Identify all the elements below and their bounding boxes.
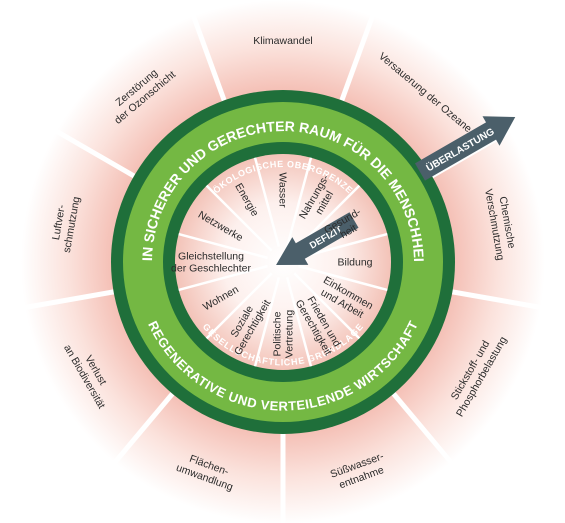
ceiling-divider-line xyxy=(191,14,227,102)
foundation-label-line: Politische xyxy=(272,311,284,356)
foundation-divider-line xyxy=(298,264,388,292)
foundation-divider-line xyxy=(205,184,273,252)
foundation-label-line: Vertretung xyxy=(284,310,296,359)
foundation-label: Bildung xyxy=(337,257,372,269)
foundation-divider-line xyxy=(178,232,268,260)
foundation-label-line: Wasser xyxy=(277,172,289,208)
foundation-label: Wasser xyxy=(277,172,289,208)
ceiling-divider-line xyxy=(451,289,542,310)
foundation-divider-line xyxy=(205,272,273,340)
foundation-dividers xyxy=(178,157,388,367)
foundation-label-line: der Geschlechter xyxy=(171,263,251,275)
foundation-label-line: Bildung xyxy=(337,257,372,269)
ceiling-divider-line xyxy=(391,392,454,465)
ceiling-divider-line xyxy=(24,289,115,310)
foundation-divider-line xyxy=(285,277,313,367)
foundation-divider-line xyxy=(178,264,268,292)
foundation-divider-line xyxy=(253,277,281,367)
foundation-divider-line xyxy=(293,272,361,340)
foundation-divider-line xyxy=(253,157,281,247)
ceiling-label-line: Klimawandel xyxy=(253,35,313,47)
ceiling-divider-line xyxy=(54,128,136,179)
ceiling-divider-line xyxy=(112,392,175,465)
foundation-divider-line xyxy=(285,157,313,247)
foundation-label: PolitischeVertretung xyxy=(272,310,296,359)
foundation-label-line: Gleichstellung xyxy=(178,251,244,263)
ceiling-label: Klimawandel xyxy=(253,35,313,47)
ceiling-divider-line xyxy=(339,14,375,102)
